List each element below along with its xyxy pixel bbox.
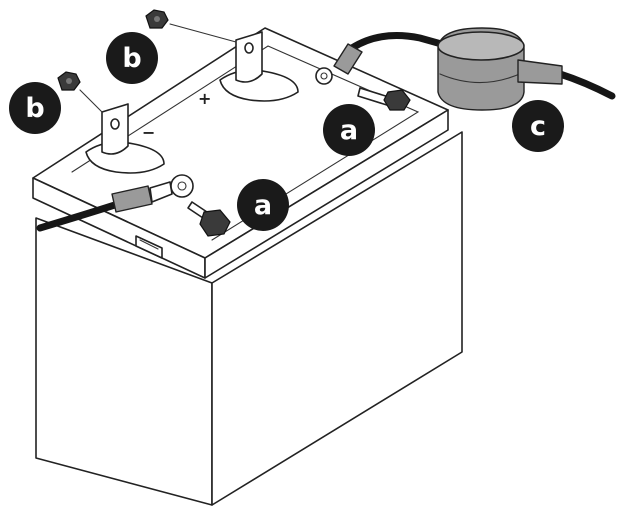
- positive-cable: [348, 32, 474, 56]
- negative-ring-neck: [149, 181, 173, 203]
- lid-handle-detail: [139, 239, 159, 250]
- positive-cable-tail: [556, 70, 616, 100]
- bolt-right-head: [383, 89, 411, 111]
- battery-lid-side-rim: [204, 109, 449, 279]
- negative-ring-eye-hole: [177, 181, 187, 191]
- callout-a-right-label: a: [340, 115, 358, 146]
- negative-cable: [36, 200, 122, 232]
- terminal-cap-rim: [439, 71, 525, 84]
- negative-ring-connector: [111, 185, 153, 213]
- terminal-cap-top: [437, 31, 525, 61]
- negative-terminal-hole: [110, 118, 120, 130]
- callout-a-right: a: [323, 104, 375, 156]
- callout-b-left-label: b: [25, 93, 44, 124]
- nut-top-leader: [169, 23, 237, 43]
- positive-ring-connector: [333, 43, 363, 75]
- nut-left-leader: [79, 89, 103, 113]
- callout-b-top-label: b: [122, 43, 141, 74]
- callout-c-cap-label: c: [530, 111, 546, 142]
- callout-b-top: b: [106, 32, 158, 84]
- positive-terminal-hole: [244, 42, 254, 54]
- callout-b-left: b: [9, 82, 61, 134]
- callout-a-front-label: a: [254, 190, 272, 221]
- negative-ring-eye: [170, 174, 194, 198]
- positive-ring-eye-hole: [320, 72, 328, 80]
- nut-top-hole: [154, 16, 160, 22]
- terminal-cap-sleeve: [517, 59, 563, 85]
- positive-terminal-post: [235, 31, 263, 83]
- lid-recess-line: [71, 45, 420, 241]
- battery-side-face: [211, 131, 463, 506]
- negative-symbol: −: [142, 123, 155, 142]
- bolt-front-head: [199, 209, 231, 237]
- nut-left-hole: [66, 78, 72, 84]
- callout-a-front: a: [237, 179, 289, 231]
- positive-ring-eye: [315, 67, 333, 85]
- positive-symbol: +: [198, 89, 211, 108]
- callout-c-cap: c: [512, 100, 564, 152]
